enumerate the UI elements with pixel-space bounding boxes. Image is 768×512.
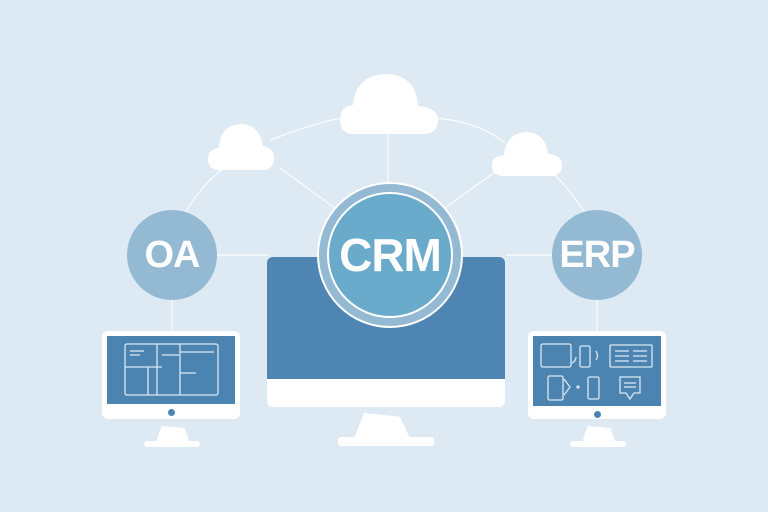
oa-monitor-screen: [107, 336, 235, 404]
oa-label: OA: [144, 233, 201, 276]
erp-label: ERP: [559, 233, 635, 276]
device-flow-icon: [540, 343, 653, 401]
oa-monitor-power-dot: [168, 409, 175, 416]
oa-monitor-base: [144, 441, 200, 447]
crm-monitor-base: [338, 437, 434, 446]
erp-monitor-power-dot: [594, 411, 601, 418]
cloud-icon-center: [340, 74, 438, 134]
erp-node: ERP: [552, 210, 642, 300]
erp-monitor-screen: [533, 336, 661, 406]
cloud-icon-left: [208, 124, 274, 170]
crm-node-inner: CRM: [327, 192, 453, 318]
layout-wireframe-icon: [124, 343, 219, 396]
cloud-icon-right: [492, 132, 562, 176]
crm-node: CRM: [317, 182, 463, 328]
oa-node: OA: [127, 210, 217, 300]
crm-label: CRM: [339, 229, 442, 281]
crm-monitor-chin: [267, 379, 505, 407]
erp-monitor-base: [570, 441, 626, 447]
